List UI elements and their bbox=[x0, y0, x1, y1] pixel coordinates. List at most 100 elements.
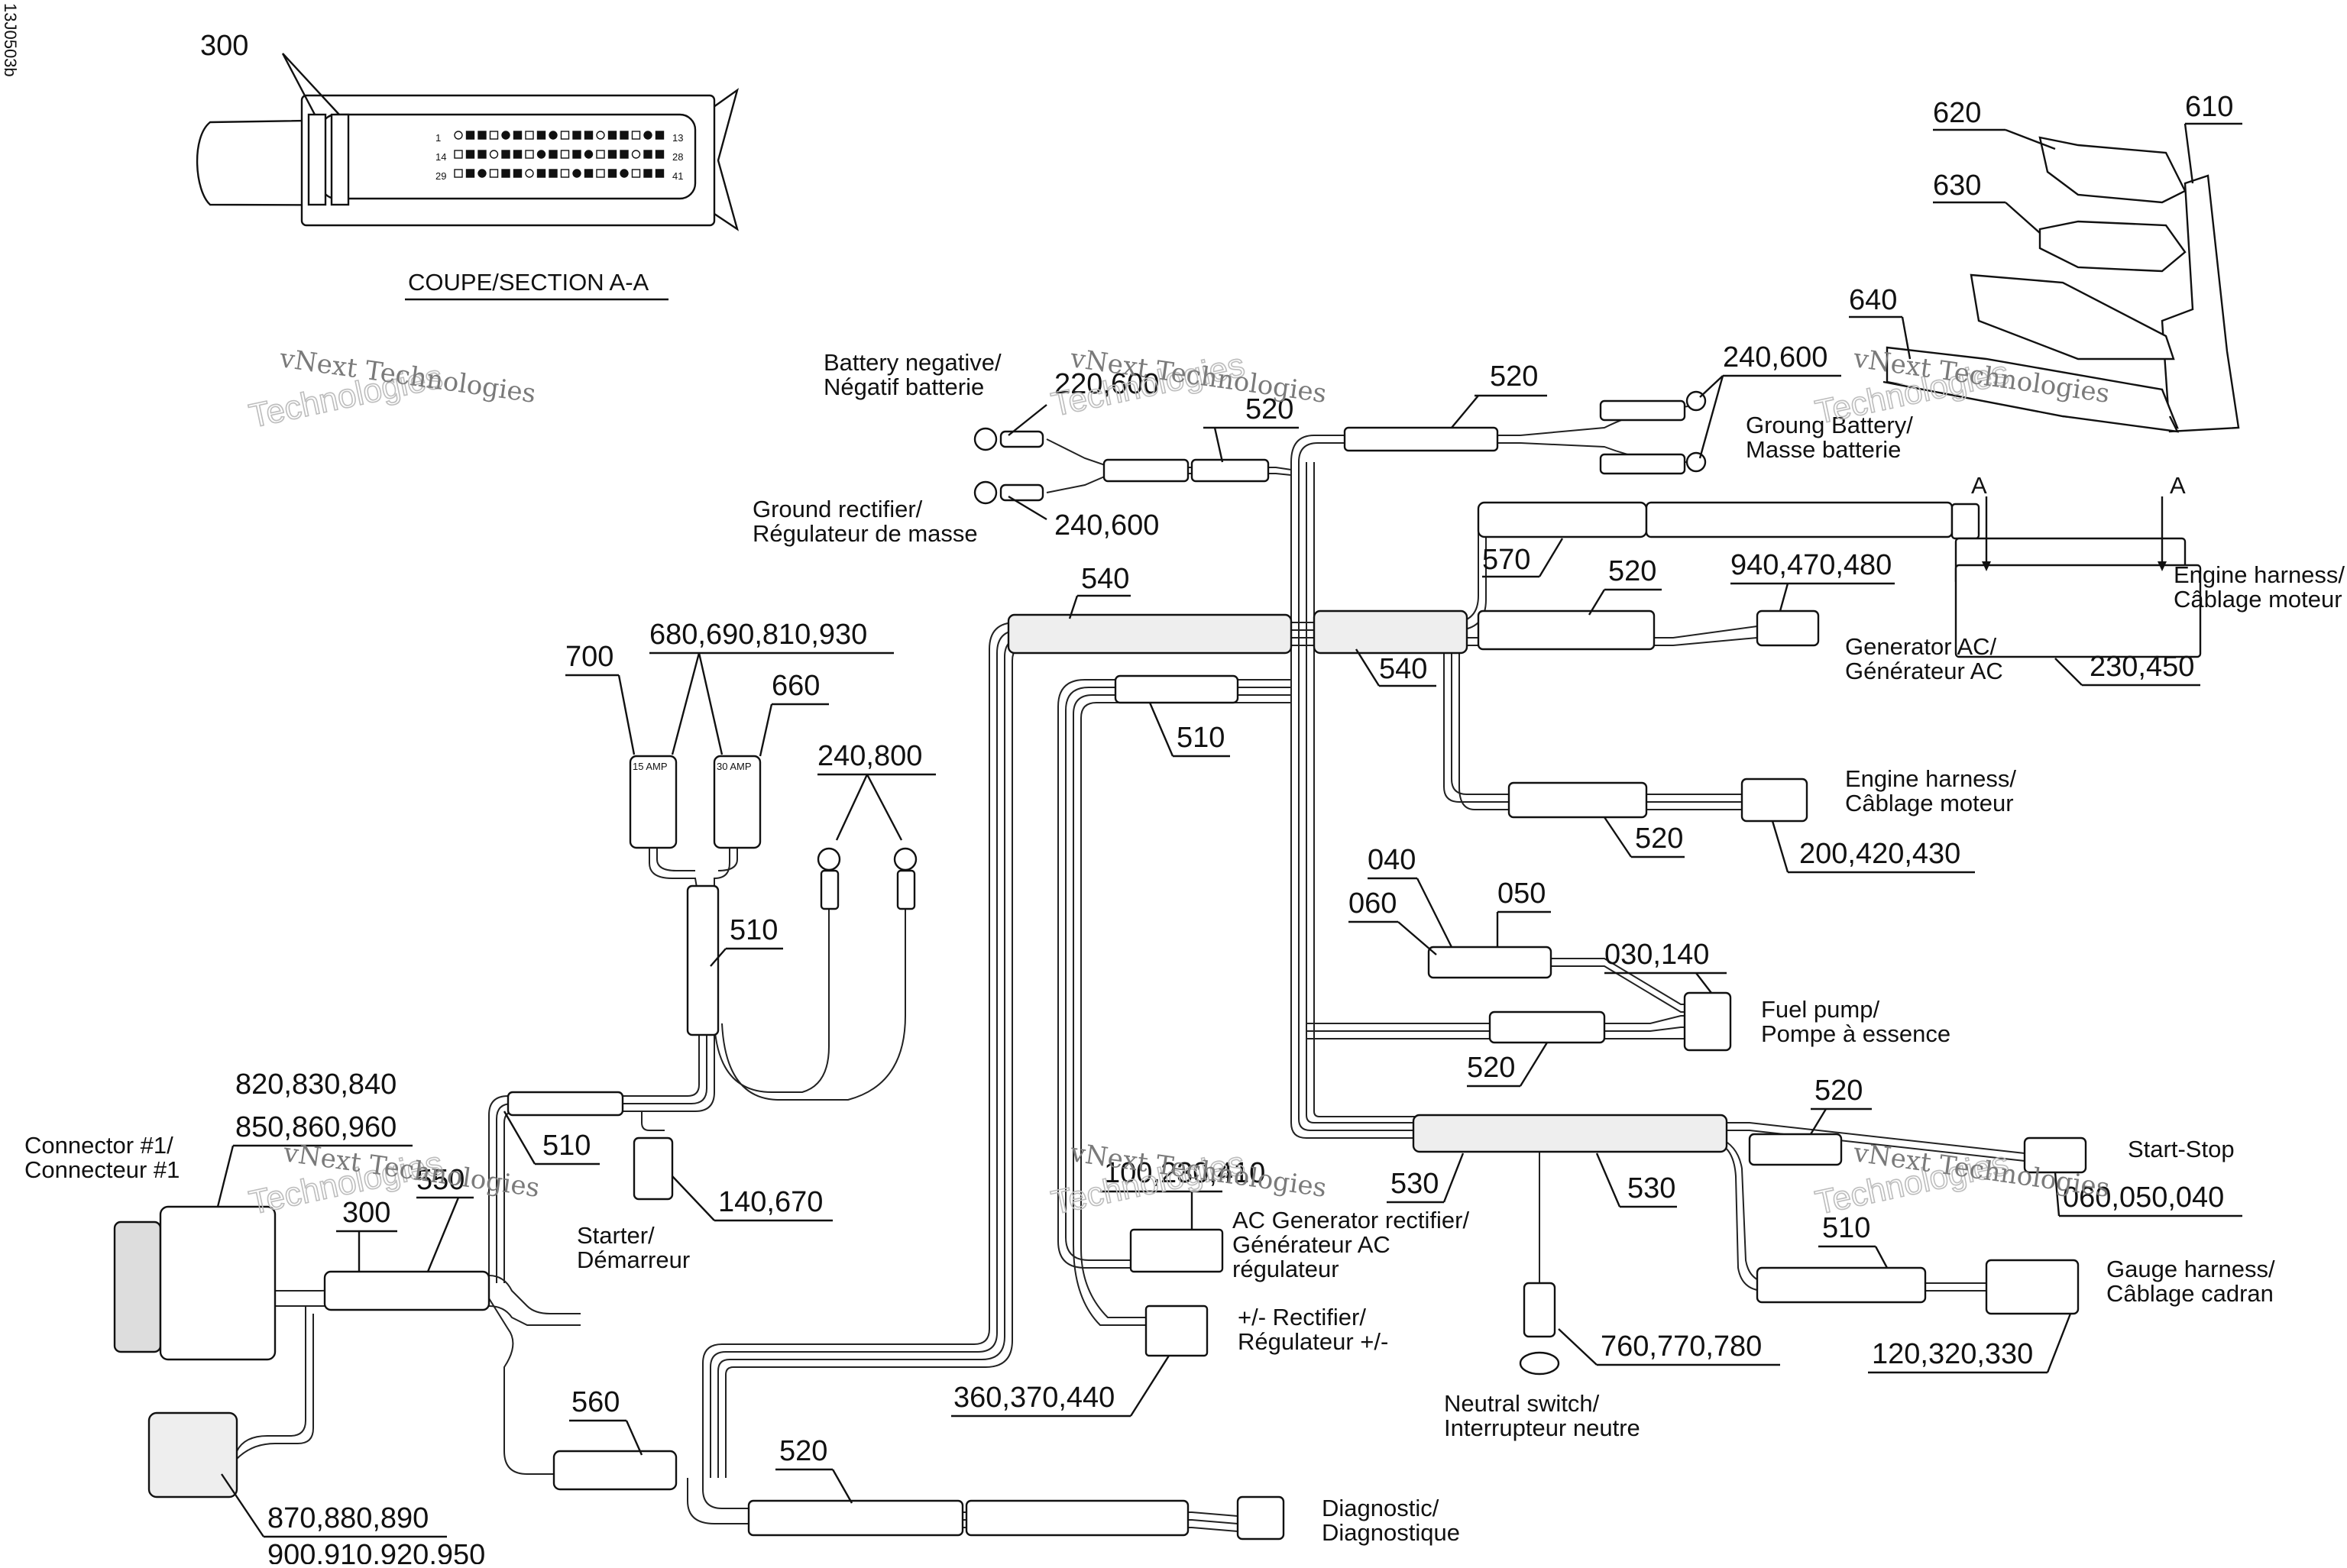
callout-640: 640 bbox=[1849, 284, 1897, 316]
fuse-30-label: 30 AMP bbox=[717, 761, 752, 772]
callout-680: 680,690,810,930 bbox=[649, 619, 867, 651]
connector-pin bbox=[643, 150, 652, 159]
label-neutral-switch-2: Interrupteur neutre bbox=[1444, 1414, 1640, 1441]
label-rectifier-pm-1: +/- Rectifier/ bbox=[1238, 1304, 1366, 1330]
connectors: 15 AMP 30 AMP bbox=[113, 390, 2202, 1541]
connector-pin bbox=[465, 131, 475, 140]
label-start-stop: Start-Stop bbox=[2128, 1136, 2235, 1162]
connector-pin bbox=[489, 131, 499, 140]
connector-pin bbox=[584, 150, 594, 159]
connector-pin bbox=[620, 150, 629, 159]
drawing-code: 13J0503b bbox=[1, 3, 20, 77]
label-rectifier-pm-2: Régulateur +/- bbox=[1238, 1328, 1388, 1355]
connector-pin bbox=[501, 131, 510, 140]
callout-520-d: 520 bbox=[1635, 823, 1683, 855]
callouts: 220,600 520 520 240,600 240,600 540 570 … bbox=[216, 341, 2242, 1568]
connector-pin bbox=[596, 169, 605, 178]
callout-060-050-040: 060,050,040 bbox=[2063, 1182, 2224, 1214]
label-generator-ac-2: Générateur AC bbox=[1845, 658, 2003, 684]
connector-pin bbox=[525, 169, 534, 178]
connector-pin bbox=[620, 131, 629, 140]
connector-pin bbox=[607, 131, 617, 140]
callout-240-600-top: 240,600 bbox=[1723, 341, 1827, 373]
callout-200: 200,420,430 bbox=[1799, 838, 1960, 870]
connector-pin bbox=[536, 150, 546, 159]
label-neutral-switch-1: Neutral switch/ bbox=[1444, 1390, 1600, 1417]
callout-530-b: 530 bbox=[1627, 1172, 1675, 1204]
svg-text:13: 13 bbox=[672, 132, 683, 144]
label-diagnostic-1: Diagnostic/ bbox=[1322, 1495, 1439, 1521]
svg-text:41: 41 bbox=[672, 170, 683, 182]
connector-pin bbox=[560, 150, 570, 159]
callout-850: 850,860,960 bbox=[235, 1111, 397, 1143]
connector-pin bbox=[513, 150, 523, 159]
connector-pin bbox=[477, 131, 487, 140]
callout-360: 360,370,440 bbox=[953, 1382, 1115, 1414]
connector-pin bbox=[549, 131, 558, 140]
connector-pin bbox=[572, 150, 581, 159]
connector-pin bbox=[607, 150, 617, 159]
callout-520-f: 520 bbox=[1814, 1075, 1863, 1107]
callout-240-800: 240,800 bbox=[817, 740, 922, 772]
svg-text:29: 29 bbox=[435, 170, 446, 182]
connector-pin bbox=[513, 169, 523, 178]
callout-140-670: 140,670 bbox=[718, 1186, 823, 1218]
label-fuel-pump-1: Fuel pump/ bbox=[1761, 996, 1879, 1023]
callout-240-600-left: 240,600 bbox=[1054, 509, 1159, 542]
connector-pin bbox=[631, 169, 641, 178]
callout-900: 900,910,920,950 bbox=[267, 1539, 485, 1564]
connector-pin bbox=[607, 169, 617, 178]
callout-660: 660 bbox=[772, 670, 820, 702]
connector-pin bbox=[549, 150, 558, 159]
connector-pin bbox=[560, 169, 570, 178]
callout-120: 120,320,330 bbox=[1872, 1338, 2033, 1370]
callout-560: 560 bbox=[571, 1386, 620, 1418]
connector-pin bbox=[501, 150, 510, 159]
connector-pin bbox=[454, 131, 463, 140]
callout-520-b: 520 bbox=[1490, 360, 1538, 393]
connector-pin bbox=[536, 169, 546, 178]
label-ground-rectifier-2: Régulateur de masse bbox=[753, 520, 978, 547]
callout-300-b: 300 bbox=[342, 1197, 390, 1229]
callout-610: 610 bbox=[2185, 91, 2233, 123]
label-ac-gen-rect-3: régulateur bbox=[1232, 1256, 1339, 1282]
label-ground-battery-2: Masse batterie bbox=[1746, 436, 1901, 463]
connector-pin bbox=[489, 169, 499, 178]
callout-100: 100,230,410 bbox=[1104, 1157, 1265, 1189]
connector-pin bbox=[596, 150, 605, 159]
connector-pin bbox=[454, 150, 463, 159]
label-battery-negative-2: Négatif batterie bbox=[824, 373, 984, 400]
ecu-connectors bbox=[1882, 136, 2240, 433]
label-connector1-2: Connecteur #1 bbox=[24, 1156, 180, 1183]
connector-pin bbox=[631, 150, 641, 159]
label-ac-gen-rect-2: Générateur AC bbox=[1232, 1231, 1390, 1258]
callout-940: 940,470,480 bbox=[1730, 549, 1892, 581]
connector-pin bbox=[465, 150, 475, 159]
callout-520-top: 520 bbox=[1245, 393, 1293, 425]
label-ground-rectifier-1: Ground rectifier/ bbox=[753, 496, 923, 522]
connector-pin bbox=[655, 131, 665, 140]
label-gauge-harness-2: Câblage cadran bbox=[2106, 1280, 2274, 1307]
section-mark-a-right: A bbox=[2170, 472, 2186, 499]
callout-760: 760,770,780 bbox=[1601, 1330, 1762, 1363]
callout-700: 700 bbox=[565, 641, 613, 673]
connector-pin bbox=[477, 150, 487, 159]
connector-pin bbox=[501, 169, 510, 178]
connector-pin bbox=[477, 169, 487, 178]
label-generator-ac-1: Generator AC/ bbox=[1845, 633, 1997, 660]
label-engine-harness-top-2: Câblage moteur bbox=[2174, 586, 2342, 613]
connector-pin bbox=[596, 131, 605, 140]
connector-pin bbox=[643, 131, 652, 140]
connector-pin bbox=[549, 169, 558, 178]
connector-pin bbox=[584, 169, 594, 178]
callout-510-c: 510 bbox=[542, 1130, 591, 1162]
callout-060: 060 bbox=[1348, 887, 1397, 920]
label-engine-harness-mid-2: Câblage moteur bbox=[1845, 790, 2014, 816]
callout-050: 050 bbox=[1497, 878, 1546, 910]
callout-870: 870,880,890 bbox=[267, 1502, 429, 1534]
callout-630: 630 bbox=[1933, 170, 1981, 202]
callout-220-600: 220,600 bbox=[1054, 368, 1159, 400]
label-ground-battery-1: Groung Battery/ bbox=[1746, 412, 1913, 438]
svg-text:1: 1 bbox=[435, 132, 441, 144]
